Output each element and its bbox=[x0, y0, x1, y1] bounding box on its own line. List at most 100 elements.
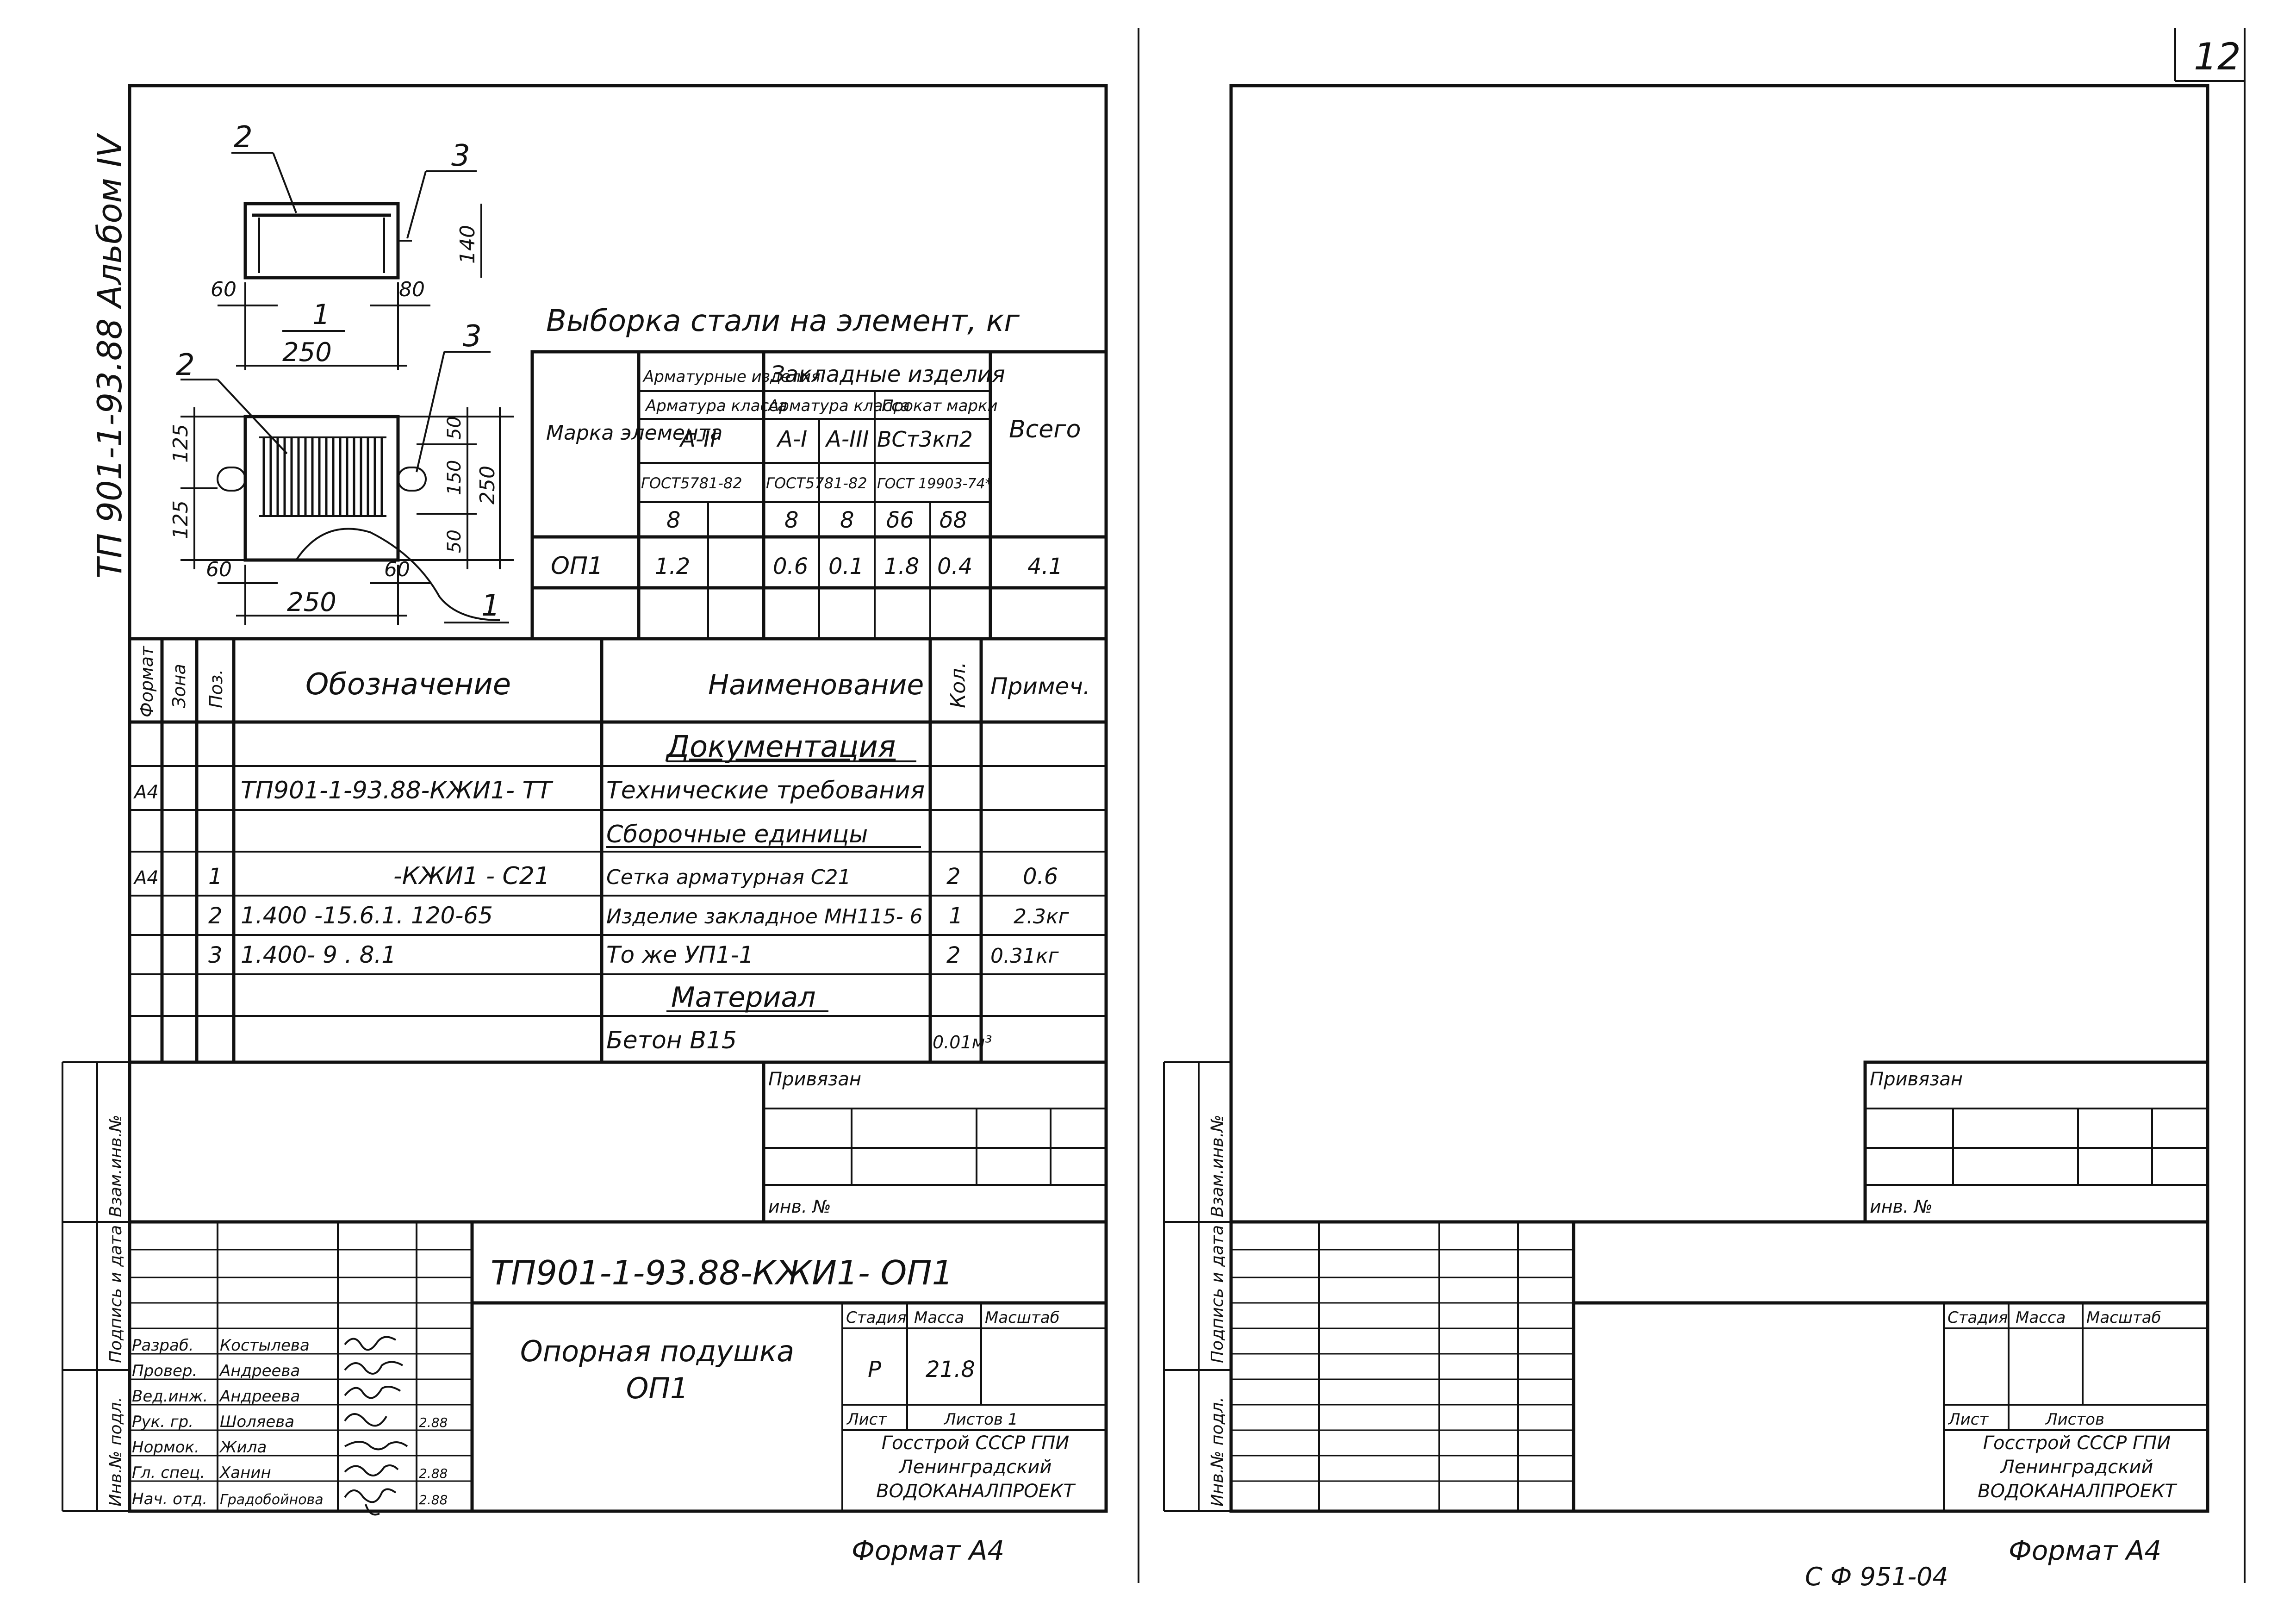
spec-row-2-format: А4 bbox=[133, 782, 159, 803]
dim-60-top: 60 bbox=[211, 278, 236, 301]
spec-h-designation: Обозначение bbox=[305, 667, 511, 702]
footer-code: С Ф 951-04 bbox=[1805, 1562, 1948, 1591]
inv-no-label-left: инв. № bbox=[768, 1196, 831, 1217]
dim-125-lower: 125 bbox=[169, 500, 193, 539]
signer-1-role: Разраб. bbox=[132, 1336, 194, 1355]
signer-5-role: Нормок. bbox=[132, 1438, 199, 1457]
spec-row-5-designation: 1.400 -15.6.1. 120-65 bbox=[241, 902, 493, 929]
steel-h-d2: 8 bbox=[784, 507, 799, 533]
steel-h-d1: 8 bbox=[666, 507, 681, 533]
dim-80-top: 80 bbox=[399, 278, 425, 301]
steel-h-d4: δ6 bbox=[886, 507, 914, 533]
mesh-hatch bbox=[262, 437, 383, 516]
callout-2-bottom: 2 bbox=[176, 348, 195, 382]
spec-row-6-name: То же УП1-1 bbox=[606, 941, 753, 968]
steel-h-a2: А-II bbox=[679, 426, 716, 452]
steel-h-gost2: ГОСТ5781-82 bbox=[766, 474, 867, 492]
steel-h-gost3: ГОСТ 19903-74* bbox=[877, 476, 992, 492]
dim-250-bottom: 250 bbox=[287, 587, 336, 617]
signer-6-date: 2.88 bbox=[419, 1466, 448, 1481]
spec-row-8-name: Бетон В15 bbox=[606, 1027, 737, 1054]
steel-h-class2: Арматура класса bbox=[767, 397, 910, 415]
element-sketch: 2 3 140 60 80 1 250 bbox=[169, 120, 514, 625]
spec-row-4-designation: -КЖИ1 - С21 bbox=[393, 862, 550, 890]
spec-row-7-name: Материал bbox=[671, 981, 816, 1014]
steel-h-prokat: Прокат марки bbox=[882, 397, 998, 415]
steel-row-v3: 0.6 bbox=[773, 554, 808, 579]
right-sheet: Инв.№ подл. Подпись и дата Взам.инв.№ Пр… bbox=[1163, 84, 2209, 1591]
privyazan-label-left: Привязан bbox=[768, 1069, 861, 1090]
spec-row-5-qty: 1 bbox=[949, 903, 963, 929]
steel-h-class1: Арматура класса bbox=[645, 397, 787, 415]
right-org: Госстрой СССР ГПИ Ленинградский ВОДОКАНА… bbox=[1978, 1432, 2176, 1502]
right-sheets-label: Листов bbox=[2045, 1410, 2104, 1429]
steel-row-total: 4.1 bbox=[1027, 554, 1063, 579]
spec-row-4-name: Сетка арматурная С21 bbox=[606, 866, 851, 889]
dim-140: 140 bbox=[456, 225, 479, 264]
right-sheet-label: Лист bbox=[1948, 1410, 1989, 1429]
right-side-podpis: Подпись и дата bbox=[1208, 1225, 1227, 1363]
spec-row-6-qty: 2 bbox=[946, 942, 961, 968]
title-mass-label: Масса bbox=[914, 1308, 964, 1327]
spec-h-pos: Поз. bbox=[206, 669, 226, 708]
side-inv-podl: Инв.№ подл. bbox=[106, 1397, 125, 1507]
signature-scribbles bbox=[344, 1336, 408, 1516]
callout-1-top: 1 bbox=[312, 299, 330, 331]
spec-h-format: Формат bbox=[137, 645, 157, 717]
spec-row-4-qty: 2 bbox=[946, 864, 961, 890]
signer-4-role: Рук. гр. bbox=[132, 1413, 193, 1431]
spec-row-6-pos: 3 bbox=[208, 942, 223, 968]
album-label: ТП 901-1-93.88 Альбом IV bbox=[90, 132, 129, 579]
right-frame bbox=[1229, 84, 2209, 1513]
right-side-vzam: Взам.инв.№ bbox=[1208, 1115, 1227, 1217]
spec-row-8-qty: 0.01м³ bbox=[933, 1032, 992, 1052]
right-stage-label: Стадия bbox=[1948, 1308, 2008, 1327]
signer-6-name: Ханин bbox=[219, 1464, 271, 1482]
steel-h-a1: А-I bbox=[776, 426, 807, 452]
title-sheet-label: Лист bbox=[846, 1410, 887, 1429]
steel-h-armatur: Арматурные изделия bbox=[642, 367, 821, 386]
title-sheets-label: Листов 1 bbox=[943, 1410, 1018, 1429]
inv-no-label-right: инв. № bbox=[1870, 1196, 1933, 1217]
right-side-inv-podl: Инв.№ подл. bbox=[1208, 1397, 1227, 1507]
callout-3-top: 3 bbox=[451, 139, 470, 173]
signer-5-name: Жила bbox=[219, 1438, 267, 1457]
signer-7-role: Нач. отд. bbox=[132, 1490, 207, 1508]
signer-2-role: Провер. bbox=[132, 1362, 197, 1380]
spec-row-6-note: 0.31кг bbox=[990, 944, 1059, 968]
steel-row-v4: 0.1 bbox=[828, 554, 864, 579]
steel-h-a3: А-III bbox=[825, 426, 869, 452]
signer-4-date: 2.88 bbox=[419, 1415, 448, 1430]
spec-row-6-designation: 1.400- 9 . 8.1 bbox=[241, 941, 396, 968]
privyazan-label-right: Привязан bbox=[1870, 1069, 1963, 1090]
spec-row-5-note: 2.3кг bbox=[1014, 905, 1070, 928]
right-mass-label: Масса bbox=[2016, 1308, 2066, 1327]
spec-h-qty: Кол. bbox=[946, 662, 970, 708]
dim-50-lower: 50 bbox=[444, 529, 465, 553]
callout-3-bottom: 3 bbox=[463, 319, 482, 354]
signer-6-role: Гл. спец. bbox=[132, 1464, 205, 1482]
dim-50-upper: 50 bbox=[444, 416, 465, 440]
spec-h-note: Примеч. bbox=[990, 673, 1090, 700]
dim-150: 150 bbox=[444, 460, 465, 495]
left-sheet: Инв.№ подл. Подпись и дата Взам.инв.№ ТП… bbox=[62, 84, 1108, 1566]
spec-row-4-format: А4 bbox=[133, 867, 159, 889]
steel-row-mark: ОП1 bbox=[551, 552, 603, 580]
title-block-right: Стадия Масса Масштаб Лист Листов Госстро… bbox=[1231, 1220, 2208, 1511]
title-org: Госстрой СССР ГПИ Ленинградский ВОДОКАНА… bbox=[876, 1432, 1075, 1502]
title-stage-label: Стадия bbox=[846, 1308, 906, 1327]
spec-row-5-name: Изделие закладное МН115- 6 bbox=[606, 905, 923, 928]
format-label-right: Формат А4 bbox=[2009, 1535, 2161, 1566]
steel-h-gost1: ГОСТ5781-82 bbox=[641, 474, 742, 492]
steel-title: Выборка стали на элемент, кг bbox=[546, 304, 1020, 338]
privyazan-block-right: Привязан инв. № bbox=[1863, 1060, 2209, 1224]
steel-table: Выборка стали на элемент, кг Марка элеме… bbox=[530, 304, 1108, 641]
dim-250-vertical: 250 bbox=[476, 466, 499, 504]
steel-row-v6: 0.4 bbox=[937, 554, 972, 579]
page-number-box: 12 bbox=[2174, 28, 2246, 1583]
title-stage: Р bbox=[868, 1357, 881, 1383]
title-block-left: ТП901-1-93.88-КЖИ1- ОП1 Опорная подушка … bbox=[130, 1220, 1106, 1516]
spec-row-2-name: Технические требования bbox=[606, 777, 925, 804]
steel-h-grade: ВСт3кп2 bbox=[877, 427, 973, 452]
